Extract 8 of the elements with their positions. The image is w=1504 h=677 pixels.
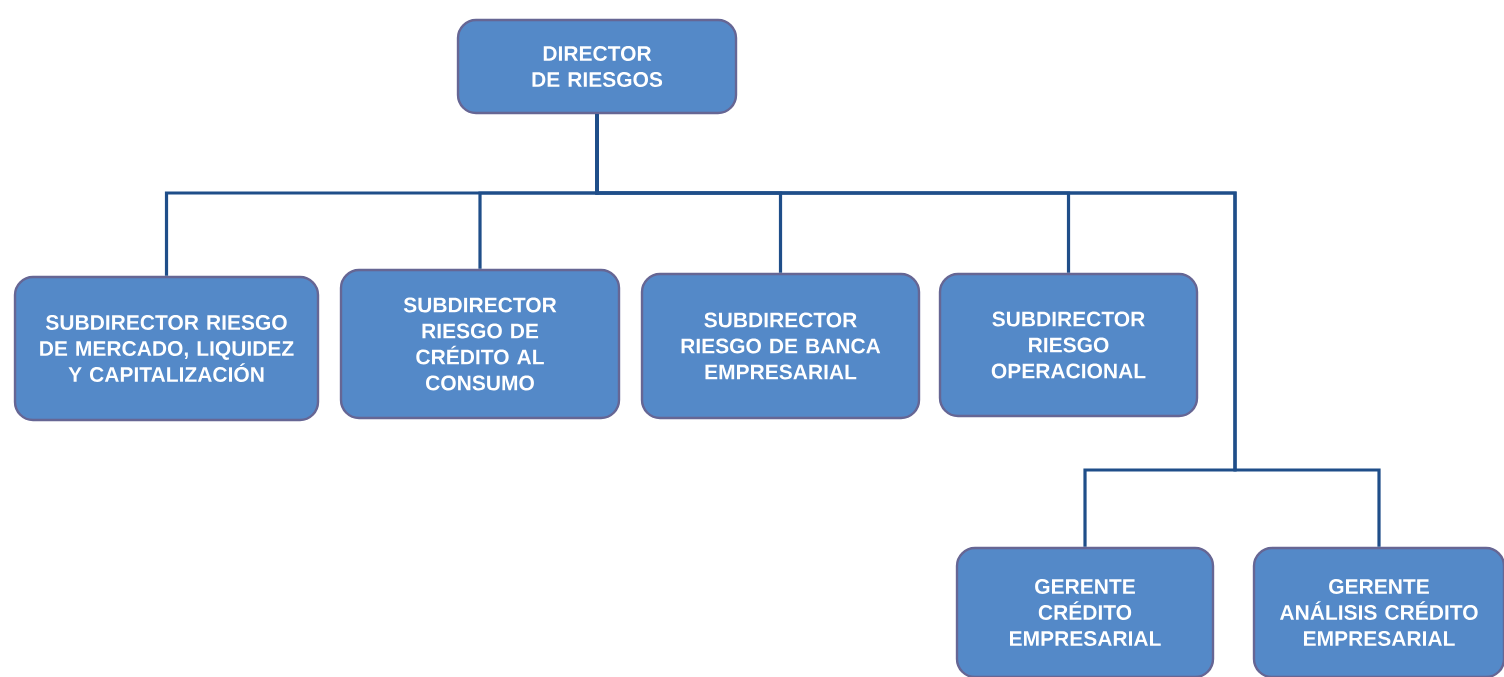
org-box: SUBDIRECTOR RIESGO DE CRÉDITO AL CONSUMO [339, 268, 621, 420]
org-box: GERENTE ANÁLISIS CRÉDITO EMPRESARIAL [1252, 546, 1504, 677]
org-box: SUBDIRECTOR RIESGO OPERACIONAL [938, 272, 1199, 418]
org-box: GERENTE CRÉDITO EMPRESARIAL [955, 546, 1215, 677]
org-box: SUBDIRECTOR RIESGO DE BANCA EMPRESARIAL [640, 272, 921, 420]
org-box: DIRECTOR DE RIESGOS [456, 18, 738, 115]
connector-line [595, 114, 1381, 547]
org-box: SUBDIRECTOR RIESGO DE MERCADO, LIQUIDEZ Y CAPITALIZACIÓN [13, 275, 320, 422]
